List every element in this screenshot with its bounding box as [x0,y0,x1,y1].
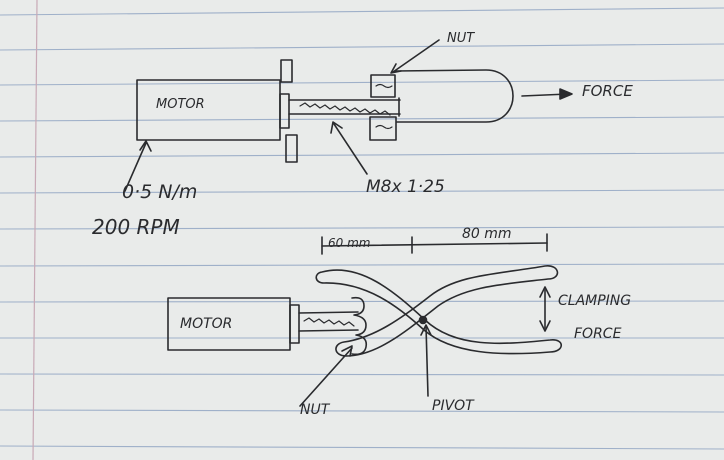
torque-pointer [124,142,147,192]
top-motor-label: MOTOR [156,97,205,112]
force-arrowhead [559,88,573,100]
top-force-label: FORCE [582,82,633,100]
nut-pointer-head [390,63,402,74]
clamping-force-label: FORCE [574,326,622,342]
top-nut-label: NUT [447,31,475,46]
bottom-nut [351,296,368,356]
top-nut [369,74,397,141]
bottom-threaded-rod [298,311,359,332]
pivot-pointer [425,325,429,397]
bottom-motor-label: MOTOR [180,316,232,332]
bottom-nut-label: NUT [300,402,331,418]
bottom-motor-hub [289,304,300,344]
top-bearing-lower [285,134,298,163]
pivot-pointer-head [420,324,432,336]
speed-label: 200 RPM [92,215,180,239]
ruled-lines [0,7,724,450]
top-clamp-jaw [394,69,514,123]
pivot-point [418,315,428,325]
clamping-label: CLAMPING [558,293,631,309]
dimension-left-label: 60 mm [328,236,370,250]
torque-pointer-head [139,140,152,152]
clamping-force-arrow [539,286,551,332]
margin-line [32,0,38,460]
top-motor-shaft-hub [279,93,290,129]
torque-label: 0·5 N/m [122,181,197,203]
top-threaded-rod [288,97,401,117]
bottom-nut-pointer-head [341,345,353,357]
dimension-line [321,233,548,255]
thread-pointer [333,123,368,175]
dimension-right-label: 80 mm [462,226,512,242]
scissor-clamp [315,265,563,357]
thread-pointer-head [330,121,343,134]
bottom-nut-pointer [299,347,353,407]
top-bearing-upper [280,59,293,83]
pivot-label: PIVOT [432,398,475,414]
nut-pointer [392,39,440,73]
thread-spec-label: M8x 1·25 [366,177,445,197]
